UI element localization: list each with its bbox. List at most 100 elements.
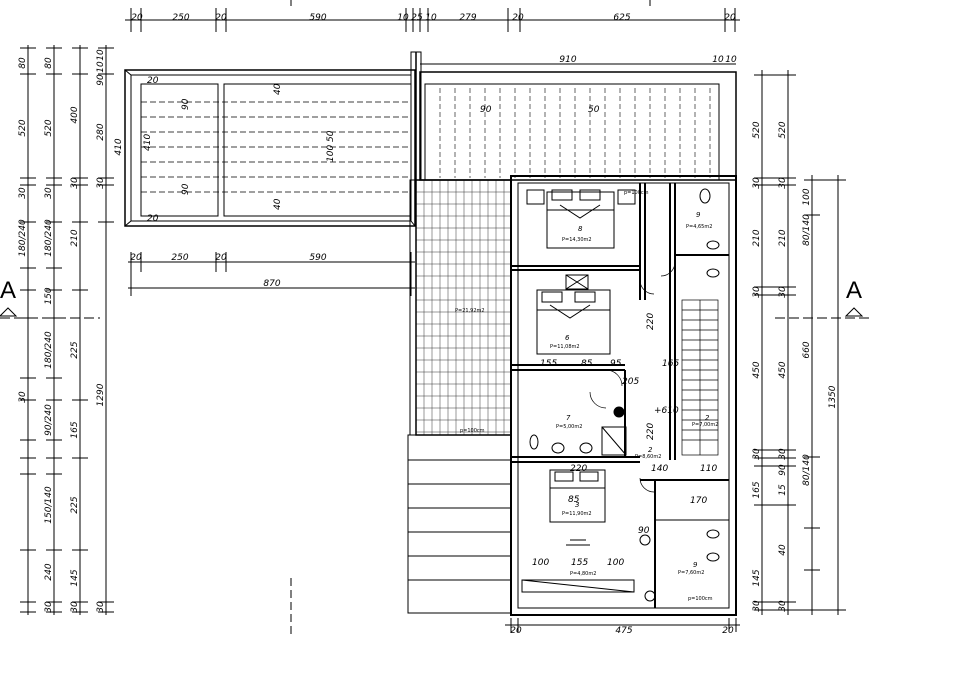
bed-room-3 — [549, 469, 606, 523]
int-dim-5: 220 — [646, 313, 656, 330]
right-dim-7: 165 — [752, 481, 762, 498]
room-8-area: P=14,30m2 — [562, 237, 592, 243]
left-dim-2: 520 — [18, 119, 28, 136]
bottom-dimension-line — [505, 618, 740, 632]
building-walls — [510, 175, 737, 616]
room-3-area: P=11,90m2 — [562, 511, 592, 517]
roof-slope-right — [410, 51, 737, 181]
top-dim-3: 20 — [215, 13, 227, 23]
int-dim-8: 155 — [571, 558, 588, 568]
int-dim-1: 155 — [540, 359, 557, 369]
terrace-tiled — [409, 179, 512, 436]
int-dim-6: 220 — [646, 423, 656, 440]
interior-stairs — [681, 299, 719, 456]
roof-dim-2: 90 — [181, 98, 191, 110]
left2-dim-1: 80 — [44, 57, 54, 69]
bath-rail-note: p=100cm — [688, 596, 713, 602]
int-dim-16: 220 — [570, 464, 587, 474]
room-3-number: 3 — [575, 501, 579, 509]
terrace-rail-note: p=100cm — [460, 428, 485, 434]
terrace-dim-3: 20 — [215, 253, 227, 263]
int-dim-4: 165 — [662, 359, 679, 369]
left4-dim-6: 1290 — [96, 383, 106, 406]
left-dim-5: 30 — [18, 391, 28, 403]
bed-room-8 — [526, 189, 636, 249]
left3-dim-6: 225 — [70, 496, 80, 513]
right2-dim-6: 30 — [778, 448, 788, 460]
right3-dim-3: 660 — [802, 341, 812, 358]
roof-dim-9: 410 — [143, 134, 153, 151]
terrace-dim-1: 20 — [130, 253, 142, 263]
int-dim-15: 140 — [651, 464, 668, 474]
right-dimension-columns — [754, 70, 846, 615]
roof-slab — [124, 69, 416, 227]
right-dim-4: 30 — [752, 286, 762, 298]
right-dim-5: 450 — [752, 361, 762, 378]
left2-dim-5: 150 — [44, 287, 54, 304]
roof-width-dim: 910 — [559, 55, 576, 65]
right2-dim-2: 30 — [778, 177, 788, 189]
int-dim-14: +610 — [654, 406, 679, 416]
left4-dim-2: 10 — [96, 61, 106, 73]
left2-dim-3: 30 — [44, 187, 54, 199]
left4-dim-3: 90 — [96, 74, 106, 86]
room-9a-number: 9 — [696, 211, 701, 219]
int-dim-3: 95 — [610, 359, 622, 369]
top-dim-11: 20 — [724, 13, 736, 23]
right3-dim-4: 80/140 — [802, 454, 812, 486]
int-dim-7: 100 — [532, 558, 549, 568]
roof-dim-1: 20 — [147, 76, 159, 86]
int-dim-17: 85 — [568, 495, 580, 505]
room-6-area: P=11,08m2 — [550, 344, 580, 350]
left3-dim-4: 225 — [70, 341, 80, 358]
slope-dim-2: 50 — [588, 105, 600, 115]
right-dim-1: 520 — [752, 121, 762, 138]
right-dim-labels: 520 30 210 30 450 30 165 145 30 520 30 2… — [752, 121, 838, 612]
bottom-dim-2: 475 — [615, 626, 632, 636]
room-2-number: 2 — [705, 414, 710, 422]
section-marker-left: A — [0, 277, 16, 304]
room-2-area: P=7,00m2 — [692, 422, 718, 428]
section-arrow-left-icon — [0, 307, 18, 317]
terrace-dim-5: 870 — [263, 279, 280, 289]
left2-dim-4: 180/240 — [44, 219, 54, 257]
roof-dim-3: 90 — [181, 183, 191, 195]
left4-dim-4: 280 — [96, 123, 106, 140]
left3-dim-8: 30 — [70, 601, 80, 613]
right3-dim-1: 100 — [802, 188, 812, 205]
int-dim-2: 85 — [581, 359, 593, 369]
left-dim-labels: 80 520 30 180/240 30 80 520 30 180/240 1… — [18, 49, 124, 613]
top-dim-8: 279 — [459, 13, 476, 23]
right-dim-9: 30 — [752, 600, 762, 612]
left4-dim-1: 10 — [96, 49, 106, 61]
left3-dim-7: 145 — [70, 569, 80, 586]
right-dim-8: 145 — [752, 569, 762, 586]
terrace-area: P=21,92m2 — [455, 308, 485, 314]
hall-area: P=8,60m2 — [635, 454, 661, 460]
top-dim-5: 10 — [397, 13, 409, 23]
top-dim-7: 10 — [425, 13, 437, 23]
terrace-dim-2: 250 — [171, 253, 188, 263]
right2-dim-4: 30 — [778, 286, 788, 298]
bathroom-fixtures — [529, 188, 720, 602]
room-9b-number: 9 — [693, 561, 698, 569]
right2-dim-8: 15 — [778, 484, 788, 496]
outdoor-stairs — [407, 434, 512, 614]
room-7-area: P=5,00m2 — [556, 424, 582, 430]
int-dim-10: 90 — [638, 526, 650, 536]
roof-right-dim-2: 10 — [712, 55, 724, 65]
right2-dim-3: 210 — [778, 229, 788, 246]
top-dim-1: 20 — [131, 13, 143, 23]
room-7-number: 7 — [566, 414, 571, 422]
top-dim-10: 625 — [613, 13, 630, 23]
hall-number: 2 — [648, 446, 653, 454]
int-dim-11: 110 — [700, 464, 717, 474]
bottom-dim-1: 20 — [510, 626, 522, 636]
int-dim-18: 205 — [622, 377, 639, 387]
right2-dim-5: 450 — [778, 361, 788, 378]
left-dim-4: 180/240 — [18, 219, 28, 257]
door-swings — [589, 261, 676, 493]
roof-dim-5: 40 — [273, 198, 283, 210]
right2-dim-7: 90 — [778, 464, 788, 476]
left2-dim-8: 150/140 — [44, 486, 54, 524]
